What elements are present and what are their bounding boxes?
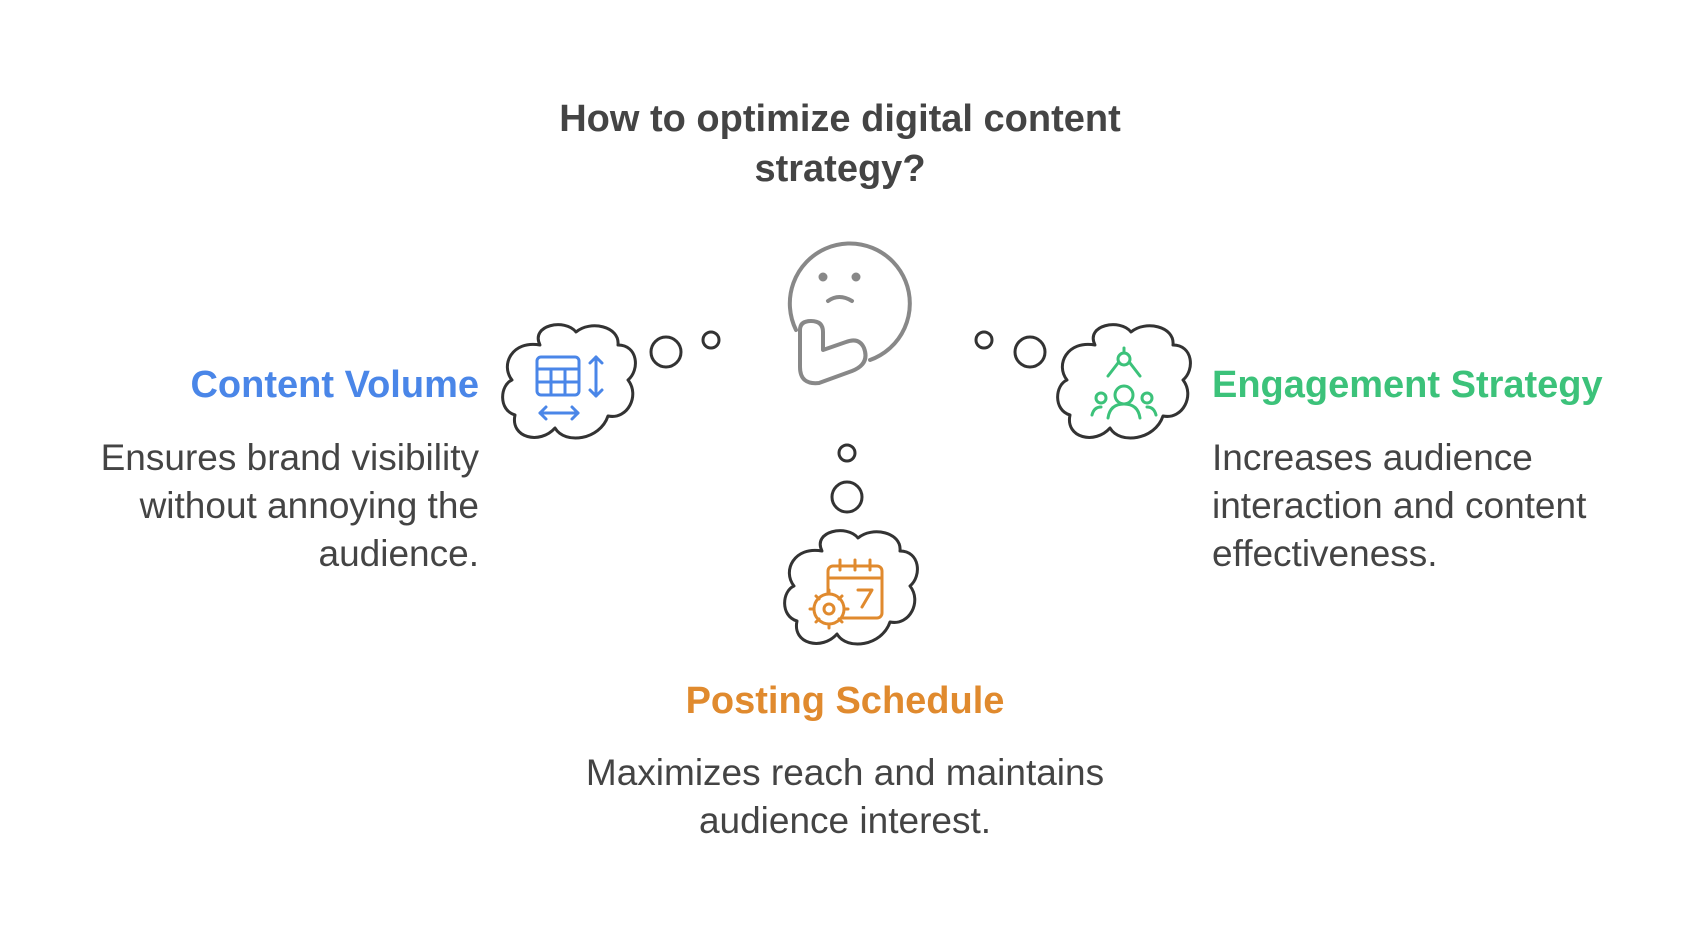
thought-dots-right — [974, 330, 1047, 369]
table-resize-icon — [535, 355, 604, 421]
page-title: How to optimize digital content strategy… — [559, 98, 1121, 190]
thought-dots-left — [649, 330, 721, 369]
calendar-gear-icon — [808, 558, 884, 630]
content-volume-description: Ensures brand visibility without annoyin… — [100, 437, 479, 574]
content-volume-heading: Content Volume — [190, 364, 479, 406]
posting-schedule-cloud — [783, 529, 919, 646]
posting-schedule-description: Maximizes reach and maintains audience i… — [585, 752, 1105, 841]
content-volume-cloud — [501, 323, 637, 440]
engagement-strategy-description: Increases audience interaction and conte… — [1212, 437, 1587, 574]
thinking-face-icon — [787, 241, 912, 386]
thought-dots-bottom — [830, 443, 864, 514]
posting-schedule-heading: Posting Schedule — [685, 680, 1005, 722]
audience-network-icon — [1090, 346, 1158, 420]
engagement-strategy-cloud — [1056, 323, 1192, 440]
engagement-strategy-heading: Engagement Strategy — [1212, 364, 1603, 406]
